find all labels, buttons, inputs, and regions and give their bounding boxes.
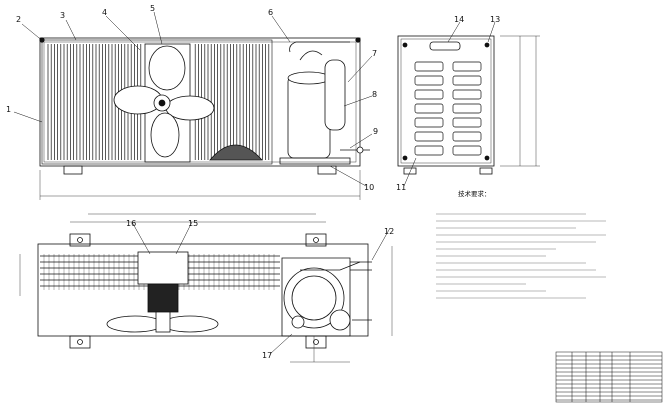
louver-slot bbox=[452, 89, 482, 100]
callout-16: 16 bbox=[126, 219, 136, 228]
louver-slot bbox=[414, 61, 444, 72]
callout-8: 8 bbox=[372, 90, 377, 99]
callout-7: 7 bbox=[372, 49, 377, 58]
louver-slot bbox=[452, 117, 482, 128]
louver-slot bbox=[414, 117, 444, 128]
title-block bbox=[555, 351, 663, 403]
fan bbox=[113, 43, 215, 163]
callout-13: 13 bbox=[490, 15, 500, 24]
callout-6: 6 bbox=[268, 8, 273, 17]
side-view bbox=[397, 35, 540, 175]
fan-motor-top bbox=[106, 251, 219, 333]
louver-slot bbox=[414, 75, 444, 86]
compressor bbox=[209, 41, 370, 165]
callout-2: 2 bbox=[16, 15, 21, 24]
callout-15: 15 bbox=[188, 219, 198, 228]
callout-4: 4 bbox=[102, 8, 107, 17]
callout-labels: 1 2 3 4 5 6 7 8 9 10 11 12 13 14 15 16 1… bbox=[6, 4, 500, 360]
louver-slot bbox=[452, 131, 482, 142]
louver-slot bbox=[414, 145, 444, 156]
callout-14: 14 bbox=[454, 15, 464, 24]
top-view bbox=[19, 213, 393, 349]
technical-requirements-title: 技术要求： bbox=[458, 189, 491, 198]
condenser-coil bbox=[47, 44, 270, 160]
callout-12: 12 bbox=[384, 227, 394, 236]
callouts bbox=[13, 11, 496, 355]
callout-1: 1 bbox=[6, 105, 11, 114]
technical-notes: 技术要求： bbox=[436, 189, 606, 299]
compressor-top bbox=[281, 257, 372, 363]
callout-9: 9 bbox=[373, 127, 378, 136]
callout-3: 3 bbox=[60, 11, 65, 20]
callout-11: 11 bbox=[396, 183, 406, 192]
louver-slot bbox=[414, 89, 444, 100]
louver-slot bbox=[414, 103, 444, 114]
louver-slot bbox=[452, 75, 482, 86]
louver-slot bbox=[452, 61, 482, 72]
louver-slot bbox=[452, 103, 482, 114]
callout-17: 17 bbox=[262, 351, 272, 360]
vent-louvers bbox=[414, 61, 482, 156]
callout-10: 10 bbox=[364, 183, 374, 192]
louver-slot bbox=[414, 131, 444, 142]
callout-5: 5 bbox=[150, 4, 155, 13]
louver-slot bbox=[452, 145, 482, 156]
